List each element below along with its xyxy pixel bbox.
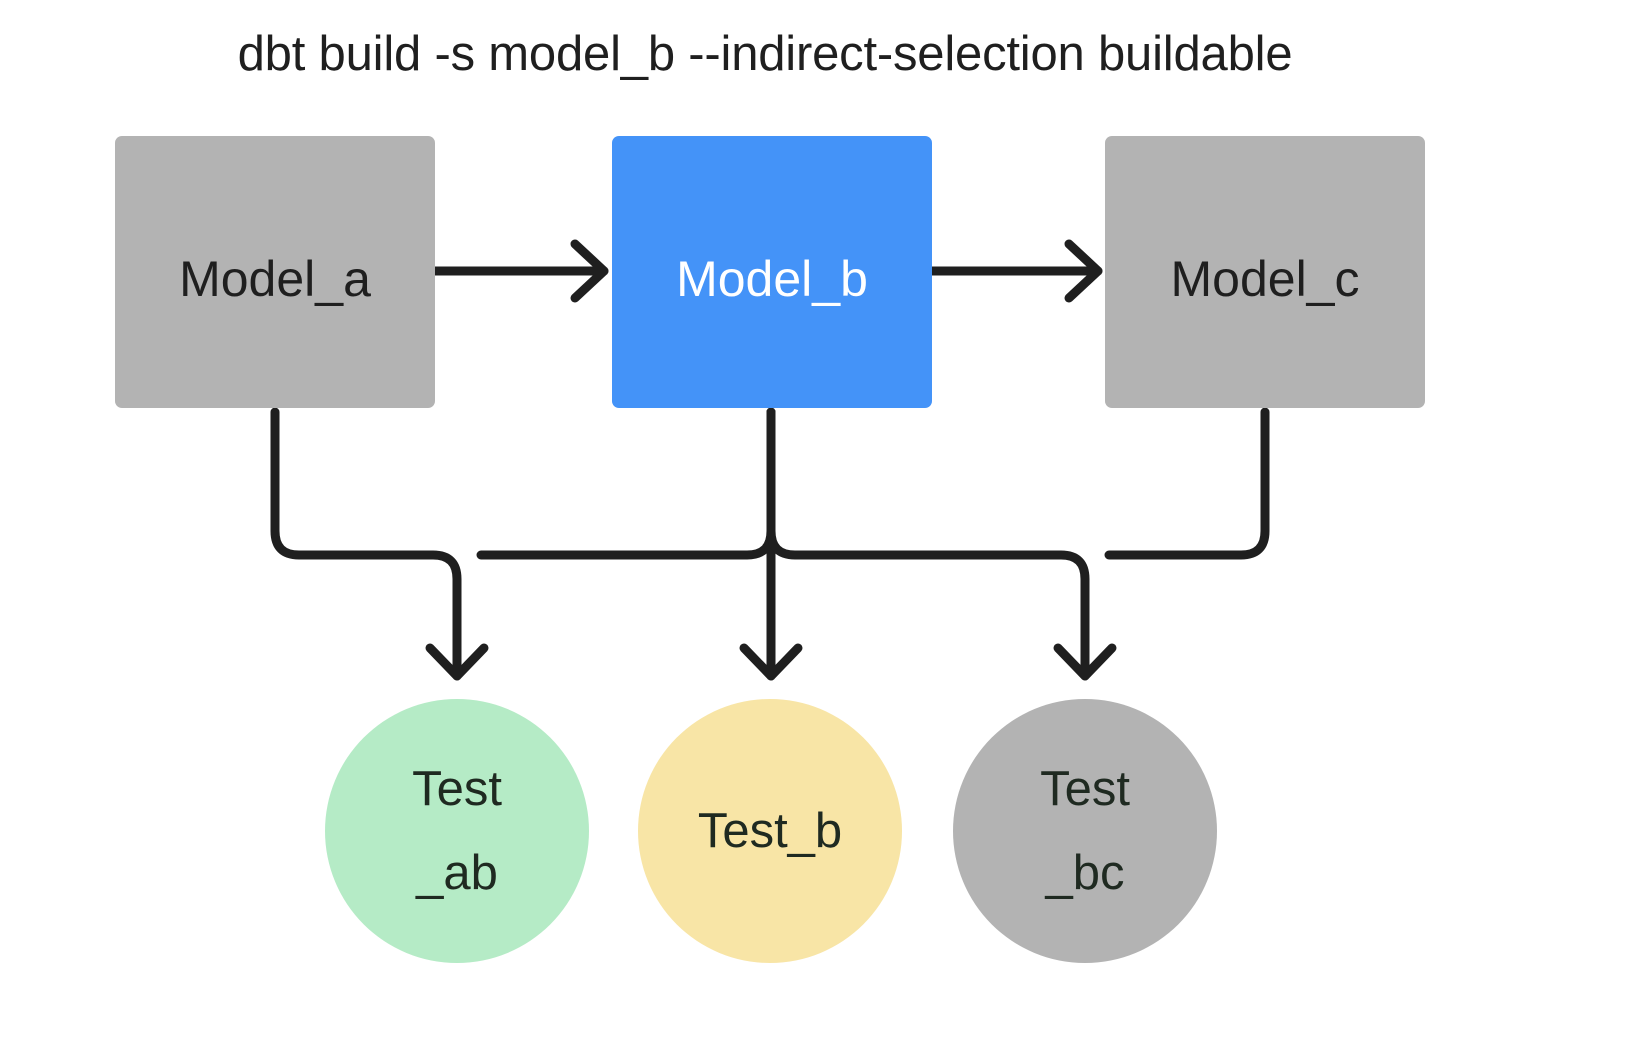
node-model-a[interactable]: Model_a xyxy=(115,136,435,408)
node-model-c-label: Model_c xyxy=(1170,251,1360,307)
node-model-a-label: Model_a xyxy=(179,251,371,307)
node-model-b-label: Model_b xyxy=(676,251,868,307)
edge-model-b-to-test-bc xyxy=(766,407,1117,681)
node-test-bc[interactable]: Test _bc xyxy=(953,699,1217,963)
edge-model-c-to-test-bc xyxy=(1104,407,1270,560)
node-test-b-label: Test_b xyxy=(697,804,843,858)
diagram-title: dbt build -s model_b --indirect-selectio… xyxy=(237,27,1293,81)
node-model-b[interactable]: Model_b xyxy=(612,136,932,408)
node-test-b[interactable]: Test_b xyxy=(638,699,902,963)
node-test-bc-label: Test _bc xyxy=(1040,762,1130,900)
node-model-c[interactable]: Model_c xyxy=(1105,136,1425,408)
edge-model-a-to-model-b xyxy=(430,239,609,303)
node-test-ab-label: Test _ab xyxy=(412,762,502,900)
node-test-ab[interactable]: Test _ab xyxy=(325,699,589,963)
edge-model-a-to-test-ab xyxy=(270,407,489,681)
edge-model-b-to-test-b xyxy=(739,407,803,681)
edge-model-b-to-test-ab xyxy=(476,407,776,560)
edge-model-b-to-model-c xyxy=(925,239,1103,303)
